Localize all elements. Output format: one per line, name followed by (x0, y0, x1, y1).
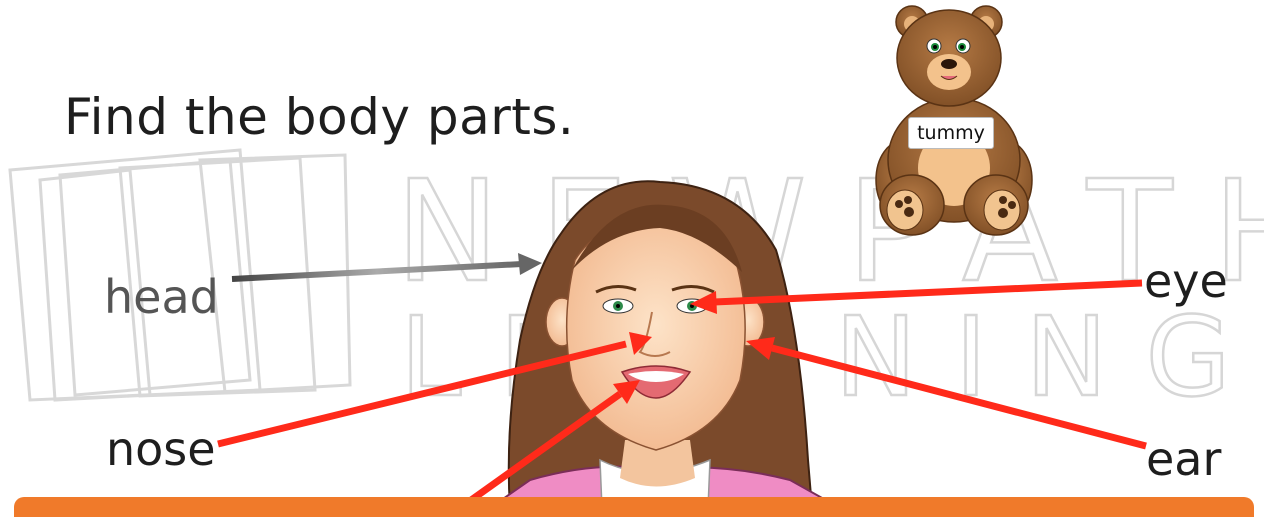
page-title: Find the body parts. (64, 88, 574, 146)
bear-tummy-label[interactable]: tummy (908, 117, 994, 149)
head-arrow (232, 253, 542, 279)
label-nose[interactable]: nose (106, 422, 216, 476)
label-head[interactable]: head (104, 270, 219, 324)
girl-image (490, 181, 840, 508)
label-eye[interactable]: eye (1144, 254, 1228, 308)
label-ear[interactable]: ear (1146, 432, 1221, 486)
bottom-panel (14, 497, 1254, 517)
